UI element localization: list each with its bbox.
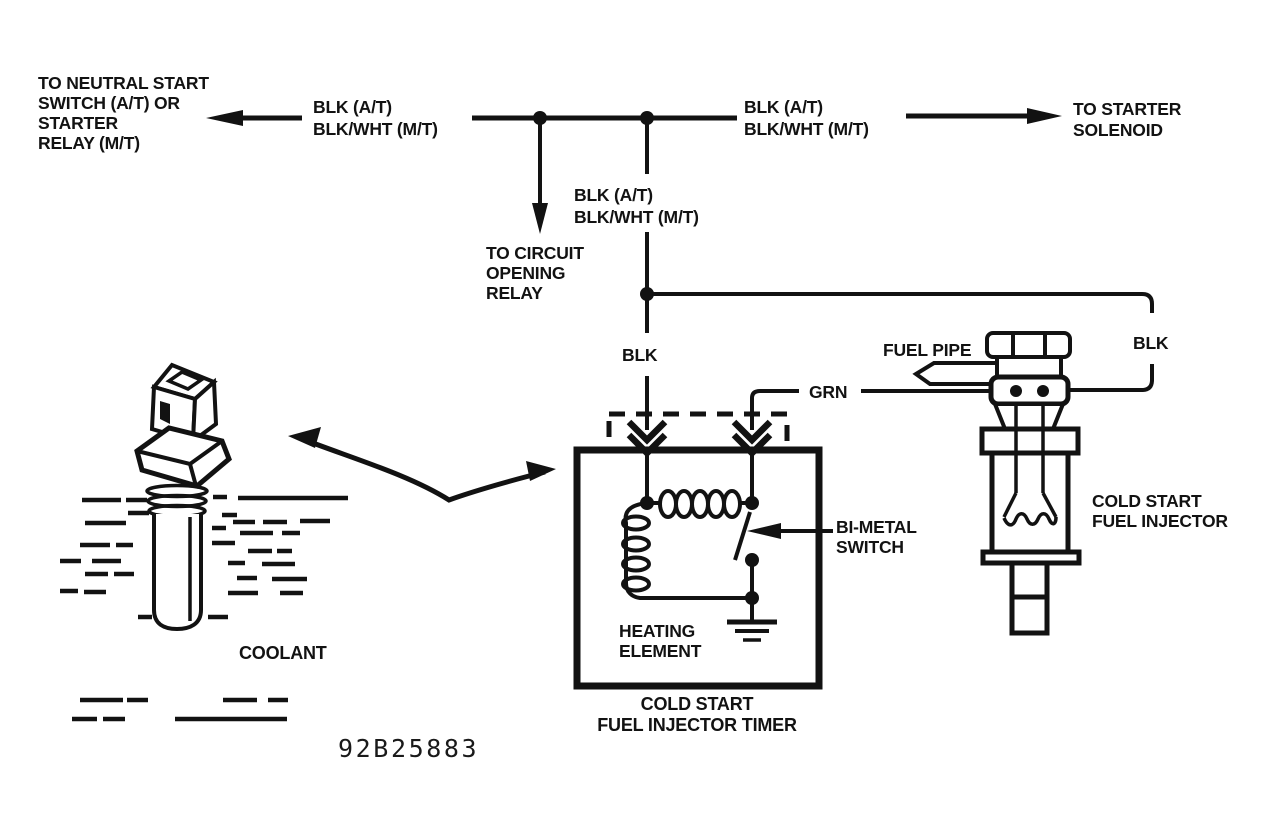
wire-branch-label-line1: BLK (A/T) [574,185,653,205]
fuel-pipe-label: FUEL PIPE [883,340,971,360]
injector-internal-element [1002,404,1058,527]
sensor-probe [152,514,203,632]
arrowhead-to-starter-solenoid [1027,108,1062,124]
coolant-liquid-dashes [60,494,348,722]
wire-branch-label-line2: BLK/WHT (M/T) [574,207,699,227]
ground-symbol [727,619,777,642]
neutral-start-relay-label-line3: STARTER [38,113,119,133]
heating-element-label-line1: HEATING [619,621,695,641]
blk-wire-run [645,292,1154,430]
neutral-start-relay-label-line2: SWITCH (A/T) OR [38,93,180,113]
sensor-threads [145,483,209,519]
bi-metal-switch-label-line2: SWITCH [836,537,904,557]
arrowhead-to-circuit-opening-relay [532,203,548,234]
injector-caption-line2: FUEL INJECTOR [1092,511,1228,531]
coolant-label: COOLANT [239,643,327,663]
injector-pin-blk [1037,385,1049,397]
timer-box-outline [573,446,823,690]
bi-metal-switch-blade [733,511,752,561]
junction-dot [745,496,759,510]
heating-element-coil [621,501,748,600]
arrowhead-to-coolant-sensor [288,427,321,448]
wire-blk-right-label: BLK [1133,333,1169,353]
timer-internal-circuit [621,453,833,642]
injector-caption-line1: COLD START [1092,491,1202,511]
injector-connector-block [988,374,1071,407]
timer-caption-line1: COLD START [641,694,754,714]
starter-solenoid-label-line1: TO STARTER [1073,99,1182,119]
injector-pin-grn [1010,385,1022,397]
heating-element-label-line2: ELEMENT [619,641,702,661]
arrowhead-to-neutral-start [206,110,243,126]
sensor-connector-top [149,362,219,446]
figure-code: 92B25883 [338,734,479,763]
sensor-connector-notch [160,401,170,424]
neutral-start-relay-label-line1: TO NEUTRAL START [38,73,209,93]
timer-coil-horizontal [647,489,748,519]
wire-top-left-label-line2: BLK/WHT (M/T) [313,119,438,139]
injector-hex-nut [985,331,1072,359]
wire-blk-center-label: BLK [622,345,658,365]
injector-taper [992,402,1066,431]
wire-top-right-label-line2: BLK/WHT (M/T) [744,119,869,139]
timer-caption-line2: FUEL INJECTOR TIMER [597,715,797,735]
fuel-pipe-drawing [912,361,999,386]
coolant-sensor-drawing [134,362,232,632]
sensor-hex-nut [134,425,232,489]
wire-grn-label: GRN [809,382,847,402]
injector-flange [979,426,1081,456]
neutral-start-relay-label-line4: RELAY (M/T) [38,133,140,153]
injector-neck [995,355,1063,379]
cold-start-fuel-injector-drawing [912,331,1082,636]
coolant-timer-relation-arrow [288,427,556,503]
wire-top-left-label-line1: BLK (A/T) [313,97,392,117]
circuit-opening-relay-label-line3: RELAY [486,283,543,303]
starter-solenoid-label-line2: SOLENOID [1073,120,1163,140]
arrowhead-to-timer-box [526,461,556,481]
arrowhead-bi-metal-switch [747,523,781,539]
circuit-opening-relay-label-line2: OPENING [486,263,565,283]
wire-top-right-label-line1: BLK (A/T) [744,97,823,117]
bi-metal-switch-label-line1: BI-METAL [836,517,917,537]
grn-wire-run [750,389,1013,430]
injector-body [989,450,1071,555]
circuit-opening-relay-label-line1: TO CIRCUIT [486,243,584,263]
